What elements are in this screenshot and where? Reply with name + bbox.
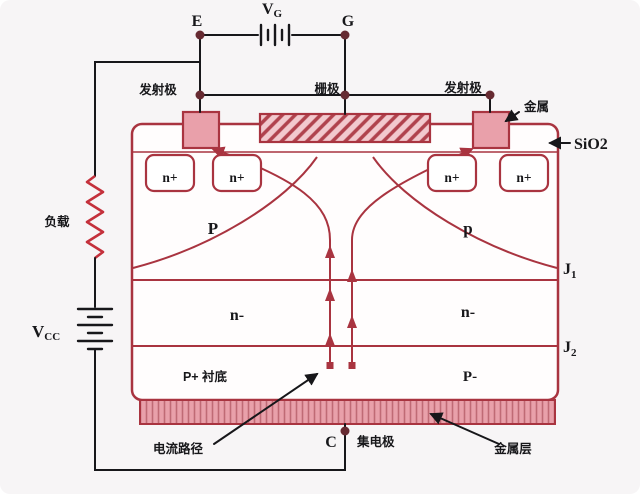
node-dot-emitter-right [485, 90, 495, 100]
current-path-pointer-arrow-icon [213, 372, 319, 445]
bottom-return-wire [94, 348, 346, 471]
terminal-e-label: E [192, 13, 203, 30]
p-well-boundary-left [132, 156, 318, 269]
load-resistor-icon [85, 174, 105, 260]
emitter-contact-left [181, 110, 221, 150]
node-dot-gate [340, 90, 350, 100]
vcc-sub: CC [44, 331, 60, 343]
emitter-left-label: 发射极 [138, 82, 177, 97]
p-region-left-label: P [208, 219, 218, 238]
current-arrow-icon [325, 288, 335, 301]
j1-sub: 1 [571, 269, 577, 281]
node-dot-emitter-left [195, 90, 205, 100]
device-body: n+ n+ n+ n+ P p n- n- P+ 衬底 P- [130, 110, 560, 425]
gate-electrode [258, 112, 432, 144]
node-dot-e [195, 30, 205, 40]
metal-layer-pointer-arrow-icon [429, 412, 500, 445]
n-minus-left-label: n- [230, 307, 244, 324]
vg-sub: G [274, 8, 283, 20]
p-well-boundary-right [372, 156, 558, 269]
vcc-label: VCC [32, 322, 60, 343]
n-minus-right-label: n- [461, 304, 475, 321]
n-plus-label: n+ [516, 170, 531, 185]
device-outline [130, 122, 560, 402]
n-plus-label: n+ [444, 170, 459, 185]
j2-main: J [563, 339, 571, 356]
metal-label: 金属 [523, 99, 549, 114]
vg-main: V [262, 1, 274, 18]
current-arrow-icon [347, 269, 357, 282]
n-plus-region-3 [426, 153, 478, 193]
n-plus-region-1 [144, 153, 196, 193]
vcc-main: V [32, 322, 45, 341]
current-path-terminal-left [326, 362, 334, 369]
current-path-terminal-right [348, 362, 356, 369]
node-dot-g [340, 30, 350, 40]
current-arrow-icon [347, 315, 357, 328]
n-plus-label: n+ [162, 170, 177, 185]
collector-label: 集电极 [356, 434, 395, 449]
emitter-contact-right [471, 110, 511, 150]
left-loop-wire-top [94, 61, 201, 177]
vg-source-label: VG [262, 1, 283, 20]
vg-battery-icon [259, 23, 291, 47]
j1-main: J [563, 261, 571, 278]
metal-pointer-arrow-icon [504, 109, 520, 123]
external-circuit [76, 23, 495, 471]
junction-j2-label: J2 [563, 339, 577, 359]
n-plus-regions: n+ n+ n+ n+ [144, 153, 550, 193]
current-arrow-icon [325, 245, 335, 258]
gate-label: 栅极 [314, 81, 340, 96]
sio2-label: SiO2 [574, 136, 608, 153]
terminal-g-label: G [342, 13, 355, 30]
emitter-right-label: 发射极 [443, 80, 482, 95]
p-minus-label: P- [463, 369, 477, 385]
n-plus-region-2 [211, 153, 263, 193]
n-plus-label: n+ [229, 170, 244, 185]
terminal-c-label: C [325, 434, 337, 451]
current-path-label: 电流路径 [153, 441, 204, 456]
metal-layer-label: 金属层 [493, 441, 532, 456]
substrate-label: P+ 衬底 [183, 369, 228, 384]
p-region-right-label: p [463, 219, 472, 238]
load-label: 负载 [44, 214, 70, 229]
j2-sub: 2 [571, 347, 577, 359]
vcc-battery-icon [76, 307, 114, 351]
node-dot-collector [340, 426, 350, 436]
collector-metal-layer [139, 399, 556, 425]
n-plus-region-4 [498, 153, 550, 193]
junction-j1-label: J1 [563, 261, 577, 281]
current-arrow-icon [325, 333, 335, 346]
